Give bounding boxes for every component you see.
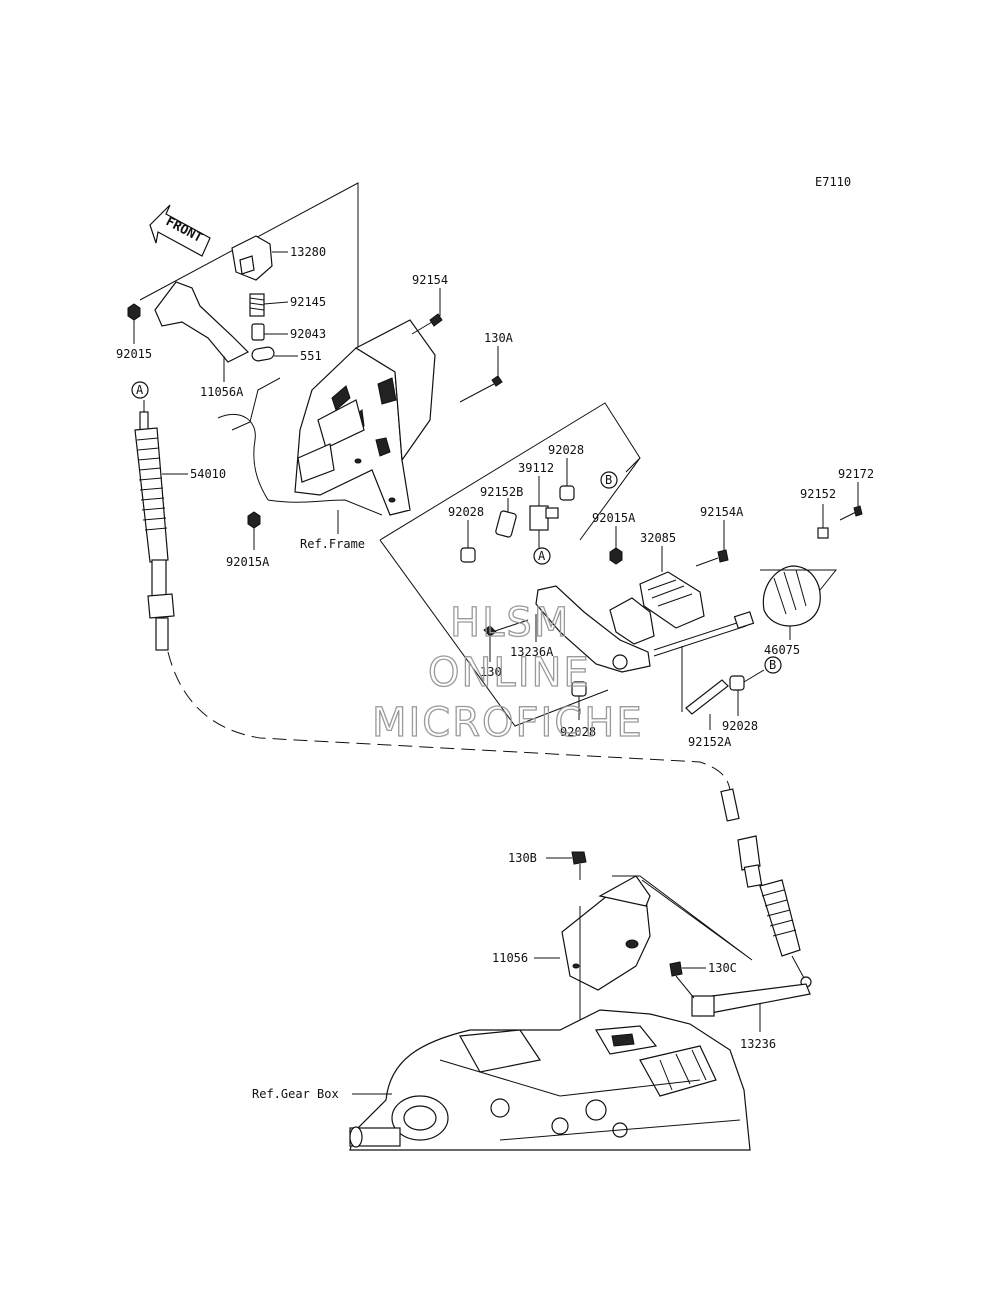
label-54010: 54010 bbox=[190, 467, 226, 481]
part-92154A bbox=[695, 520, 729, 567]
part-551 bbox=[251, 346, 298, 362]
label-92154A: 92154A bbox=[700, 505, 744, 519]
label-130C: 130C bbox=[708, 961, 737, 975]
part-46075 bbox=[653, 565, 821, 657]
callout-b-right-label: B bbox=[769, 658, 776, 672]
label-130B: 130B bbox=[508, 851, 537, 865]
part-92028-bottom bbox=[571, 681, 587, 720]
label-11056A: 11056A bbox=[200, 385, 244, 399]
label-92152: 92152 bbox=[800, 487, 836, 501]
frame-outline bbox=[139, 182, 383, 516]
knob-outline bbox=[760, 569, 838, 591]
label-46075: 46075 bbox=[764, 643, 800, 657]
part-130A bbox=[459, 346, 503, 403]
label-92145: 92145 bbox=[290, 295, 326, 309]
label-92043: 92043 bbox=[290, 327, 326, 341]
label-ref-frame: Ref.Frame bbox=[300, 537, 365, 551]
callout-b-top bbox=[600, 471, 618, 489]
callout-b-top-label: B bbox=[605, 473, 612, 487]
part-32085 bbox=[639, 546, 705, 629]
cable-dashed-run bbox=[167, 651, 731, 791]
part-92154 bbox=[411, 288, 443, 335]
cable-54010: A bbox=[131, 381, 188, 651]
label-92015: 92015 bbox=[116, 347, 152, 361]
diagram-code: E7110 bbox=[815, 175, 851, 189]
callout-a-top: A bbox=[136, 383, 144, 397]
part-92028-right bbox=[729, 669, 765, 716]
label-ref-gearbox: Ref.Gear Box bbox=[252, 1087, 339, 1101]
label-92172: 92172 bbox=[838, 467, 874, 481]
part-13280 bbox=[231, 235, 288, 281]
label-32085: 32085 bbox=[640, 531, 676, 545]
label-92015A-mid: 92015A bbox=[592, 511, 636, 525]
part-92145 bbox=[249, 293, 289, 317]
label-130: 130 bbox=[480, 665, 502, 679]
label-11056: 11056 bbox=[492, 951, 528, 965]
shift-lever-outline bbox=[379, 402, 641, 727]
part-11056A bbox=[154, 281, 250, 382]
part-92152A bbox=[681, 646, 729, 730]
watermark-line-3: MICROFICHE bbox=[372, 700, 644, 746]
label-92015A-left: 92015A bbox=[226, 555, 270, 569]
part-92152B bbox=[495, 498, 517, 538]
watermark-line-2: ONLINE bbox=[428, 650, 591, 696]
part-92028-top bbox=[559, 458, 575, 501]
part-39112 bbox=[529, 476, 559, 548]
label-92028-bottom: 92028 bbox=[560, 725, 596, 739]
cable-lower-end bbox=[720, 788, 812, 988]
part-13236A bbox=[483, 585, 655, 673]
part-92152 bbox=[817, 504, 829, 539]
part-130C bbox=[669, 961, 706, 999]
watermark: HLSM ONLINE MICROFICHE bbox=[371, 599, 644, 746]
callout-b-right bbox=[764, 656, 782, 674]
watermark-line-1: HLSM bbox=[450, 600, 570, 646]
front-arrow-icon: FRONT bbox=[149, 204, 211, 257]
label-92028-left: 92028 bbox=[448, 505, 484, 519]
gear-box bbox=[349, 1009, 751, 1151]
label-92152A: 92152A bbox=[688, 735, 732, 749]
frame-bracket bbox=[294, 319, 436, 516]
label-130A: 130A bbox=[484, 331, 514, 345]
part-92015A-left bbox=[247, 511, 261, 550]
part-130B bbox=[546, 851, 587, 880]
label-92028-top: 92028 bbox=[548, 443, 584, 457]
part-92043 bbox=[251, 323, 288, 341]
label-92028-right: 92028 bbox=[722, 719, 758, 733]
part-13236 bbox=[691, 983, 811, 1032]
label-39112: 39112 bbox=[518, 461, 554, 475]
callout-a-mid bbox=[533, 547, 551, 565]
part-92015A-mid bbox=[609, 526, 623, 565]
label-13280: 13280 bbox=[290, 245, 326, 259]
label-13236A: 13236A bbox=[510, 645, 554, 659]
part-92028-left bbox=[460, 520, 476, 563]
label-92152B: 92152B bbox=[480, 485, 523, 499]
callout-a-mid-label: A bbox=[538, 549, 546, 563]
label-13236: 13236 bbox=[740, 1037, 776, 1051]
part-11056 bbox=[534, 875, 753, 1100]
label-551: 551 bbox=[300, 349, 322, 363]
part-92172 bbox=[839, 482, 863, 521]
part-92015 bbox=[127, 303, 141, 344]
label-92154: 92154 bbox=[412, 273, 448, 287]
